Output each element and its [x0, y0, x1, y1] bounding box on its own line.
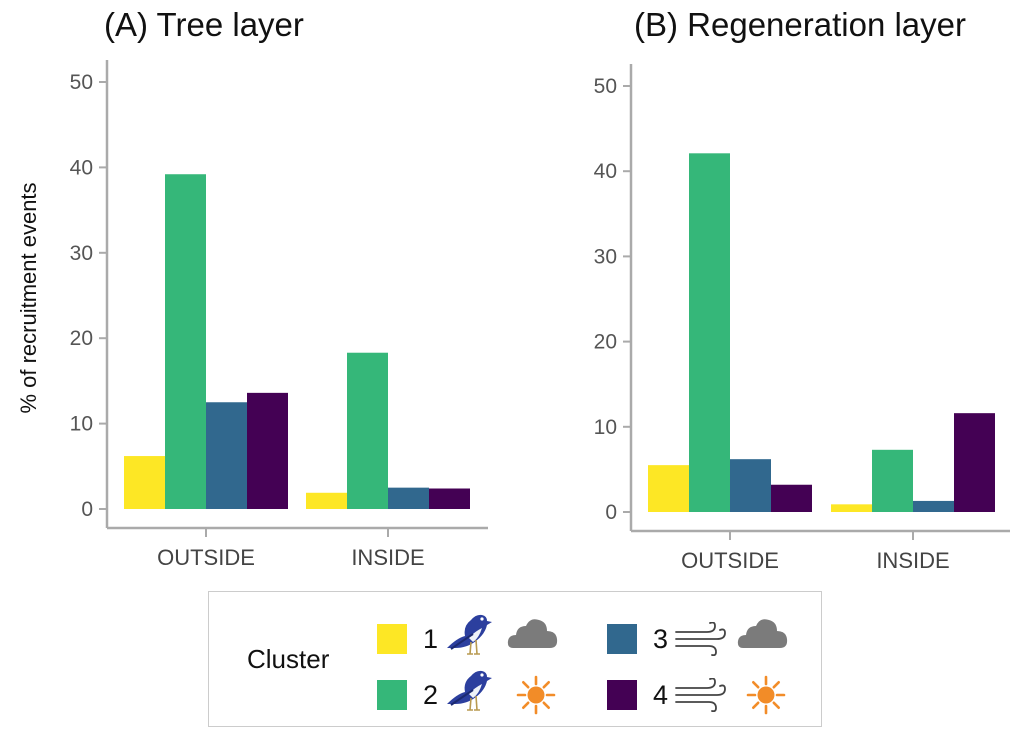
legend-item-1: 1: [377, 614, 577, 656]
legend-label: 2: [423, 680, 439, 710]
bar-outside-cluster-4: [247, 392, 288, 509]
y-tick-label: 20: [594, 331, 617, 354]
y-tick-label: 40: [594, 160, 617, 183]
legend-item-2: 2: [377, 670, 577, 715]
y-axis-label: % of recruitment events: [16, 182, 41, 413]
panel-regeneration-layer: (B) Regeneration layer 0 10 20 30 40 50OUTSIDE…: [594, 6, 1010, 573]
x-tick-label-inside: INSIDE: [351, 545, 424, 570]
bar-inside-cluster-1: [831, 504, 872, 512]
cloud-icon: [737, 614, 789, 659]
y-tick-label: 0: [81, 498, 93, 521]
sun-icon: [745, 674, 787, 721]
legend-label: 3: [653, 624, 669, 654]
y-tick-label: 50: [594, 75, 617, 98]
legend-swatch: [607, 624, 637, 654]
y-tick-label: 30: [594, 245, 617, 268]
bar-inside-cluster-1: [306, 492, 347, 509]
y-tick-label: 10: [594, 416, 617, 439]
legend-item-4: 4: [607, 675, 807, 715]
legend-label: 4: [653, 680, 669, 710]
bird-icon: [443, 664, 495, 721]
x-tick-label-outside: OUTSIDE: [157, 545, 255, 570]
y-tick-label: 50: [70, 71, 93, 94]
bar-inside-cluster-4: [429, 488, 470, 509]
y-tick-label: 20: [70, 327, 93, 350]
panel-title: (A) Tree layer: [104, 6, 304, 43]
legend: Cluster 1 2 3 4: [208, 591, 822, 727]
bar-outside-cluster-2: [689, 153, 730, 513]
bar-outside-cluster-1: [648, 465, 689, 512]
wind-icon: [673, 621, 727, 661]
legend-label: 1: [423, 624, 439, 654]
bar-inside-cluster-2: [347, 352, 388, 509]
panel-title: (B) Regeneration layer: [634, 6, 966, 43]
y-tick-label: 30: [70, 242, 93, 265]
legend-swatch: [377, 680, 407, 710]
bar-outside-cluster-3: [730, 459, 771, 512]
legend-swatch: [607, 680, 637, 710]
y-tick-label: 0: [605, 501, 617, 524]
bar-inside-cluster-3: [913, 500, 954, 512]
bar-outside-cluster-4: [771, 484, 812, 512]
legend-title: Cluster: [247, 644, 330, 674]
bird-icon: [443, 608, 495, 665]
bar-outside-cluster-1: [124, 456, 165, 509]
sun-icon: [515, 674, 557, 721]
bar-outside-cluster-2: [165, 174, 206, 509]
bar-inside-cluster-3: [388, 487, 429, 509]
x-tick-label-outside: OUTSIDE: [681, 548, 779, 573]
wind-icon: [673, 677, 727, 717]
legend-item-3: 3: [607, 619, 807, 657]
cloud-icon: [507, 614, 559, 659]
bar-inside-cluster-2: [872, 449, 913, 512]
legend-swatch: [377, 624, 407, 654]
bar-outside-cluster-3: [206, 402, 247, 509]
y-tick-label: 40: [70, 156, 93, 179]
bar-inside-cluster-4: [954, 413, 995, 512]
y-tick-label: 10: [70, 413, 93, 436]
x-tick-label-inside: INSIDE: [876, 548, 949, 573]
